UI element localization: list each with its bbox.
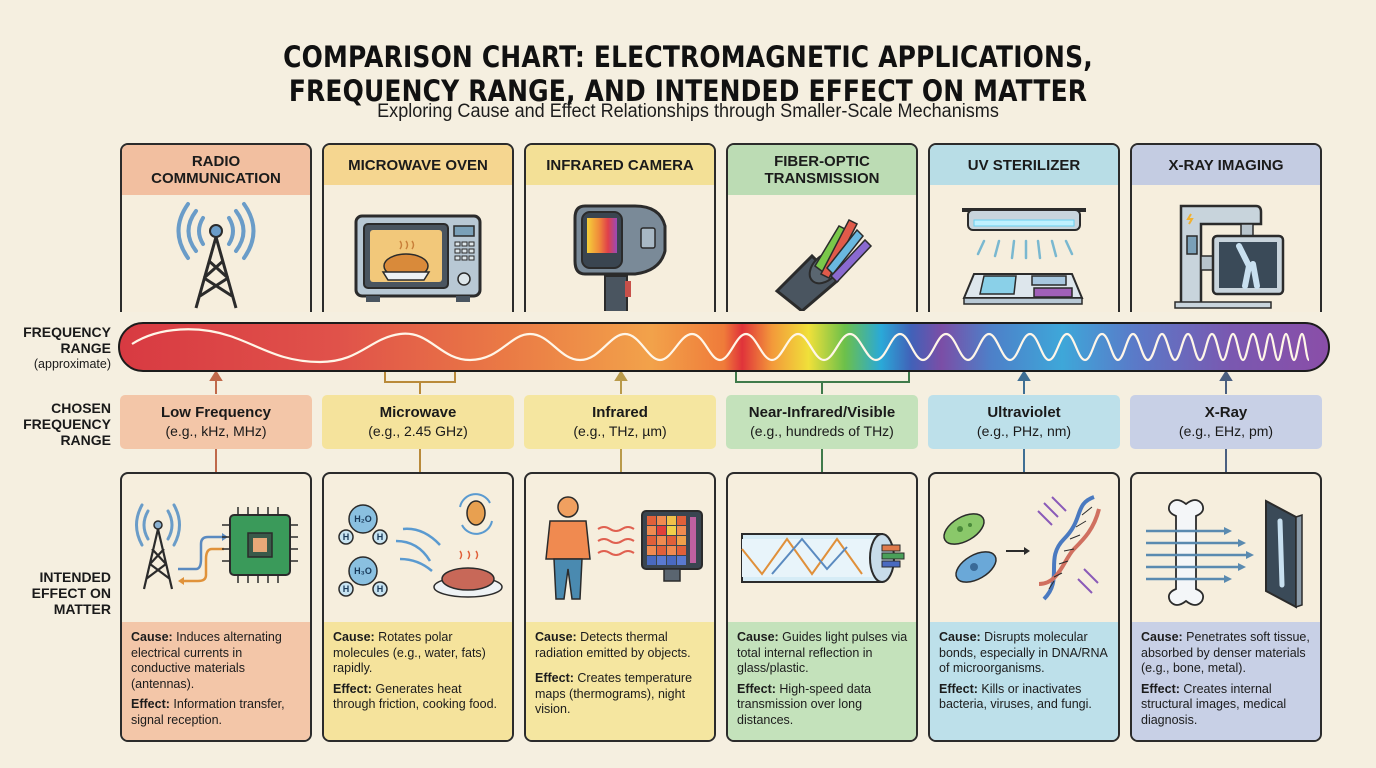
thermal-camera-icon [526, 195, 714, 312]
svg-text:H: H [377, 584, 384, 594]
svg-text:H₃O: H₃O [354, 566, 372, 576]
uv-lamp-icon [930, 195, 1118, 312]
radio-tower-icon [122, 195, 310, 312]
row-label-intended-effect: INTENDED EFFECT ON MATTER [31, 569, 111, 617]
svg-text:H: H [343, 532, 350, 542]
freq-box-near-infrared-visible: Near-Infrared/Visible (e.g., hundreds of… [726, 395, 918, 449]
person-thermal-map-icon [526, 484, 714, 619]
effect-description: Cause: Penetrates soft tissue, absorbed … [1132, 622, 1320, 740]
effect-box-infrared: Cause: Detects thermal radiation emitted… [524, 472, 716, 742]
bacteria-dna-icon [930, 484, 1118, 619]
card-title: MICROWAVE OVEN [324, 145, 512, 185]
effect-description: Cause: Guides light pulses via total int… [728, 622, 916, 740]
xray-machine-icon [1132, 195, 1320, 312]
svg-text:H₂O: H₂O [354, 514, 372, 524]
svg-text:H: H [343, 584, 350, 594]
svg-text:H: H [377, 532, 384, 542]
effect-box-fiber-optic: Cause: Guides light pulses via total int… [726, 472, 918, 742]
page-title: COMPARISON CHART: ELECTROMAGNETIC APPLIC… [283, 40, 1093, 108]
effect-box-microwave: H₂O H H H₃O H H Cause: Rotates polar molecul… [322, 472, 514, 742]
bone-xray-film-icon [1132, 484, 1320, 619]
effect-description: Cause: Disrupts molecular bonds, especia… [930, 622, 1118, 740]
total-internal-reflection-icon [728, 484, 916, 619]
row-label-frequency-range: FREQUENCY RANGE (approximate) [23, 324, 111, 371]
card-xray-imaging: X-RAY IMAGING [1130, 143, 1322, 312]
freq-box-xray: X-Ray (e.g., EHz, pm) [1130, 395, 1322, 449]
wave-icon [131, 328, 1311, 364]
page-subtitle: Exploring Cause and Effect Relationships… [377, 101, 999, 122]
card-title: X-RAY IMAGING [1132, 145, 1320, 185]
freq-box-microwave: Microwave (e.g., 2.45 GHz) [322, 395, 514, 449]
effect-description: Cause: Induces alternating electrical cu… [122, 622, 310, 740]
effect-description: Cause: Detects thermal radiation emitted… [526, 622, 714, 740]
connector-arrows [209, 372, 1233, 472]
card-title: INFRARED CAMERA [526, 145, 714, 185]
card-infrared-camera: INFRARED CAMERA [524, 143, 716, 312]
fiber-optic-cable-icon [728, 195, 916, 312]
freq-box-ultraviolet: Ultraviolet (e.g., PHz, nm) [928, 395, 1120, 449]
effect-box-xray: Cause: Penetrates soft tissue, absorbed … [1130, 472, 1322, 742]
effect-box-uv: Cause: Disrupts molecular bonds, especia… [928, 472, 1120, 742]
freq-box-infrared: Infrared (e.g., THz, µm) [524, 395, 716, 449]
card-uv-sterilizer: UV STERILIZER [928, 143, 1120, 312]
effect-box-radio: Cause: Induces alternating electrical cu… [120, 472, 312, 742]
card-microwave-oven: MICROWAVE OVEN [322, 143, 514, 312]
microwave-oven-icon [324, 195, 512, 312]
row-label-chosen-range: CHOSEN FREQUENCY RANGE [23, 400, 111, 448]
frequency-spectrum-bar [118, 322, 1330, 372]
effect-description: Cause: Rotates polar molecules (e.g., wa… [324, 622, 512, 740]
water-molecules-heating-food-icon: H₂O H H H₃O H H [324, 484, 512, 619]
card-title: UV STERILIZER [930, 145, 1118, 185]
antenna-to-circuit-icon [122, 484, 310, 619]
freq-box-low-frequency: Low Frequency (e.g., kHz, MHz) [120, 395, 312, 449]
